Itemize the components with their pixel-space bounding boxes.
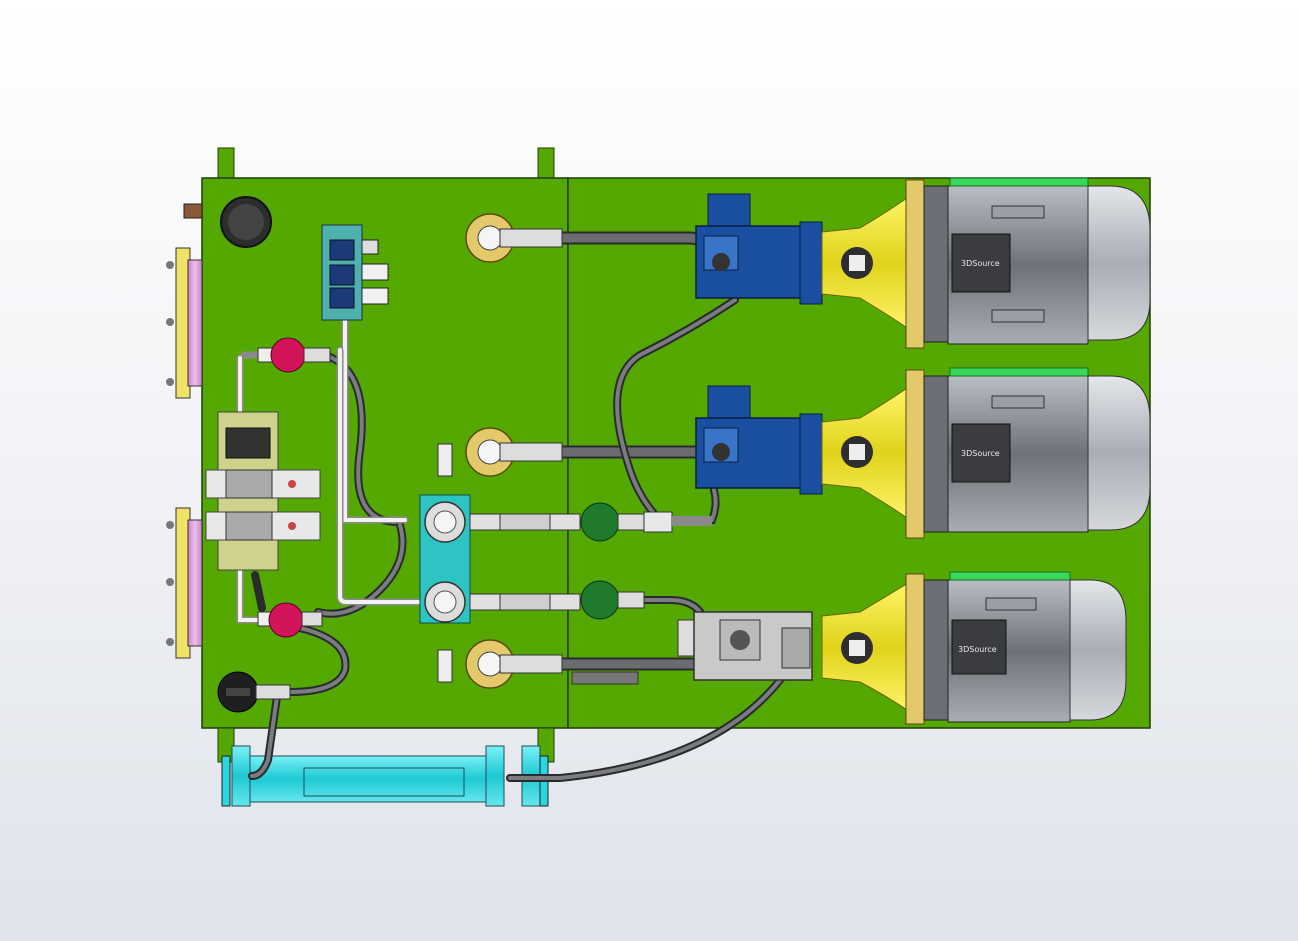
central-manifold[interactable] — [419, 443, 501, 683]
hydraulic-pump-1[interactable] — [695, 193, 823, 305]
motor-3-label: 3DSource — [958, 645, 997, 654]
motor-1-label: 3DSource — [961, 259, 1000, 268]
electric-motor-1[interactable]: 3DSource — [905, 177, 1151, 349]
electric-motor-2[interactable]: 3DSource — [905, 367, 1151, 539]
green-valve-upper[interactable] — [580, 502, 712, 542]
hydraulic-pump-2[interactable] — [695, 385, 823, 495]
electric-motor-3[interactable]: 3DSource — [905, 571, 1127, 725]
red-filter-valve-lower[interactable] — [257, 602, 323, 638]
gear-pump-3[interactable] — [571, 611, 813, 685]
filler-cap[interactable] — [183, 196, 272, 248]
suction-flange-1[interactable] — [465, 213, 563, 263]
bell-housing-1[interactable] — [821, 195, 911, 331]
inline-check-valve-upper[interactable] — [499, 513, 581, 531]
drain-plug[interactable] — [217, 671, 291, 713]
directional-valve-stack[interactable] — [205, 411, 321, 571]
green-valve-lower[interactable] — [580, 580, 645, 620]
suction-flange-2[interactable] — [465, 427, 563, 477]
inline-check-valve-lower[interactable] — [499, 593, 581, 611]
side-panel-upper[interactable] — [166, 247, 203, 399]
side-panel-lower[interactable] — [166, 507, 203, 659]
suction-flange-3[interactable] — [465, 639, 563, 689]
solenoid-block[interactable] — [321, 224, 389, 321]
rigid-pipes — [236, 314, 422, 624]
motor-2-label: 3DSource — [961, 449, 1000, 458]
bell-housing-2[interactable] — [821, 385, 911, 521]
red-filter-valve-upper[interactable] — [257, 337, 331, 373]
oil-cooler[interactable] — [221, 745, 549, 807]
